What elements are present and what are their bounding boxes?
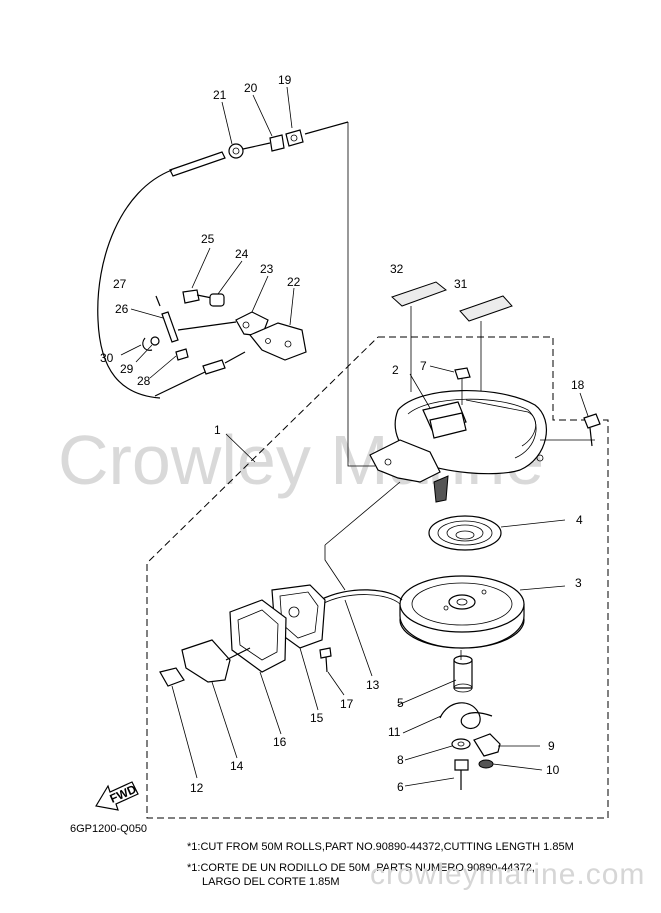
callout-12: 12 xyxy=(190,781,204,795)
note-line-2: *1:CORTE DE UN RODILLO DE 50M ,PARTS NUM… xyxy=(187,862,535,874)
callout-15: 15 xyxy=(310,711,324,725)
spiral-spring xyxy=(428,515,566,551)
callout-11: 11 xyxy=(388,725,401,739)
diagram-code: 6GP1200-Q050 xyxy=(70,823,148,835)
callout-7: 7 xyxy=(420,359,427,373)
note-line-3: LARGO DEL CORTE 1.85M xyxy=(202,876,340,888)
nut-7 xyxy=(454,367,471,405)
callout-22: 22 xyxy=(287,275,301,289)
callout-32: 32 xyxy=(390,262,404,276)
callout-26: 26 xyxy=(115,302,129,316)
assembly-1-boundary xyxy=(146,336,609,819)
watermark-url: crowleymarine.com xyxy=(370,858,646,891)
callout-4: 4 xyxy=(576,513,583,527)
callout-24: 24 xyxy=(235,247,249,261)
callout-5: 5 xyxy=(397,696,404,710)
throttle-link-parts xyxy=(142,289,307,397)
callout-27: 27 xyxy=(113,277,127,291)
callout-numbers: 1 2 3 4 5 6 7 8 9 10 11 12 13 14 15 16 1… xyxy=(100,73,585,795)
callout-1: 1 xyxy=(214,423,221,437)
pulley-reel xyxy=(399,575,566,649)
leader-lines xyxy=(120,86,589,787)
callout-29: 29 xyxy=(120,362,134,376)
callout-21: 21 xyxy=(213,88,227,102)
fwd-label: FWD xyxy=(108,782,139,806)
callout-14: 14 xyxy=(230,759,244,773)
callout-30: 30 xyxy=(100,351,114,365)
callout-10: 10 xyxy=(546,763,560,777)
starter-housing xyxy=(369,389,595,503)
lower-hardware xyxy=(439,650,501,790)
callout-13: 13 xyxy=(366,678,380,692)
decal-labels xyxy=(391,281,513,392)
callout-6: 6 xyxy=(397,780,404,794)
note-line-1: *1:CUT FROM 50M ROLLS,PART NO.90890-4437… xyxy=(187,841,574,853)
callout-25: 25 xyxy=(201,232,215,246)
callout-18: 18 xyxy=(571,378,585,392)
callout-31: 31 xyxy=(454,277,468,291)
callout-28: 28 xyxy=(137,374,151,388)
bolt-18 xyxy=(583,413,601,447)
rope-handle xyxy=(159,584,332,687)
cable-end-assembly xyxy=(97,121,375,467)
callout-20: 20 xyxy=(244,81,258,95)
callout-17: 17 xyxy=(340,697,354,711)
callout-19: 19 xyxy=(278,73,292,87)
callout-8: 8 xyxy=(397,753,404,767)
callout-2: 2 xyxy=(392,363,399,377)
callout-23: 23 xyxy=(260,262,274,276)
callout-3: 3 xyxy=(575,576,582,590)
starter-rope xyxy=(319,481,403,677)
callout-9: 9 xyxy=(548,739,555,753)
fwd-arrow-icon: FWD xyxy=(95,781,139,811)
callout-16: 16 xyxy=(273,735,287,749)
